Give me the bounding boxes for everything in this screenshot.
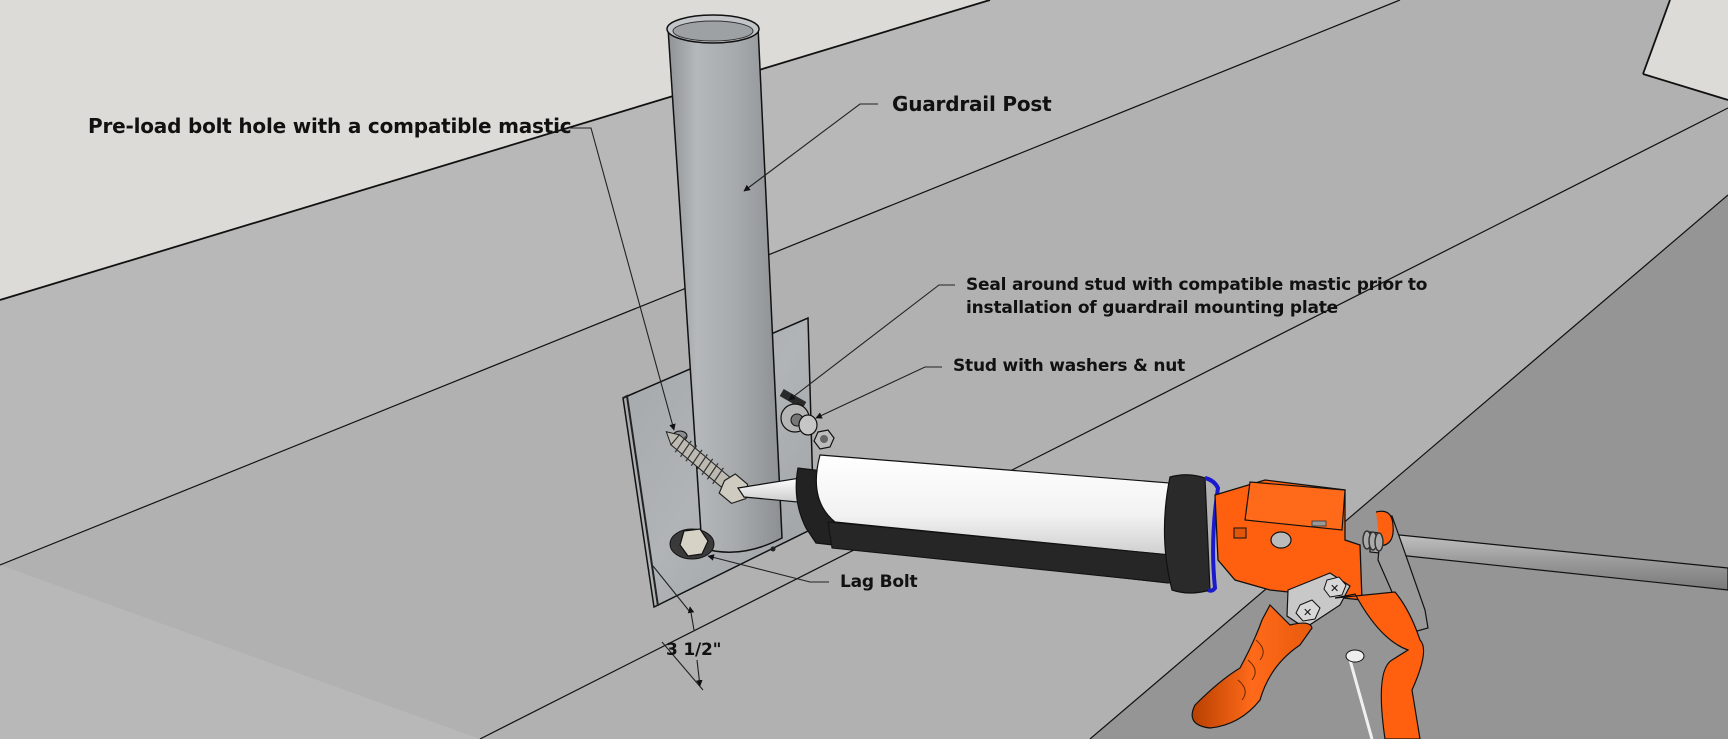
callout-lag-bolt: Lag Bolt: [840, 572, 918, 592]
dimension-label: 3 1/2": [666, 640, 722, 660]
deck-edge-1: [479, 107, 1728, 739]
gun-trigger-grip-ridges: [1237, 639, 1264, 701]
guardrail-post: [666, 14, 783, 553]
gun-handle-pivot: [1345, 649, 1365, 663]
stud-nut-hole: [820, 435, 828, 443]
dimension-arrow-top: [687, 606, 695, 631]
lag-screw: [665, 431, 749, 505]
corner-edge-upper: [1642, 0, 1671, 75]
stud-washer-2: [798, 414, 818, 436]
hinge-screw-2-cross: ✕: [1330, 582, 1339, 595]
callout-seal-line-1: Seal around stud with compatible mastic …: [966, 275, 1428, 295]
caulk-gun-collar: [1163, 474, 1211, 594]
far-wall-patch: [1643, 0, 1728, 100]
collar-blue-ring: [1204, 476, 1221, 593]
hinge-screw-2: [1323, 576, 1347, 598]
leader-post: [743, 103, 878, 192]
lag-screw-threads: [674, 436, 724, 485]
leader-seal: [788, 284, 955, 401]
callout-guardrail-post: Guardrail Post: [892, 92, 1052, 116]
callout-seal-line-2: installation of guardrail mounting plate: [966, 298, 1339, 318]
stud-assembly: [779, 389, 835, 450]
post-weep-hole: [770, 546, 776, 552]
gun-frame-top-box: [1244, 481, 1346, 531]
dimension-arrow-bottom: [696, 659, 703, 687]
gun-release-lever: [1377, 515, 1429, 634]
callout-seal-around-stud: Seal around stud with compatible mastic …: [966, 274, 1427, 320]
lag-screw-tip: [665, 431, 681, 446]
dimension-ext-top: [652, 565, 691, 613]
corner-edge-lower: [1642, 73, 1728, 101]
gun-spring: [1362, 530, 1384, 552]
leader-lines: [570, 103, 955, 691]
leader-preload: [570, 127, 676, 431]
gun-frame-slot: [1311, 520, 1327, 527]
callout-preload-bolt-hole: Pre-load bolt hole with a compatible mas…: [88, 114, 572, 138]
mounting-plate-edge: [622, 394, 659, 607]
lag-bolt-hex-head: [679, 528, 709, 557]
callout-stud-washers-nut: Stud with washers & nut: [953, 356, 1186, 376]
hinge-screw-1: [1295, 599, 1321, 622]
installed-lag-bolt: [669, 528, 715, 560]
parapet-top-edge: [0, 0, 991, 301]
gun-frame-pin: [1233, 527, 1247, 539]
leader-lag: [707, 554, 829, 583]
gun-trigger-handle: [1191, 604, 1313, 729]
deck-edge-2: [1089, 194, 1728, 739]
gun-frame-rivet-hole: [1270, 531, 1292, 549]
caulk-gun: ✕ ✕: [736, 454, 1728, 739]
guardrail-post-top-opening: [672, 20, 754, 42]
hinge-screw-1-cross: ✕: [1303, 606, 1312, 619]
lag-screw-hex-head: [718, 473, 749, 505]
leader-stud: [815, 366, 942, 419]
gun-handle-rod: [1348, 659, 1374, 739]
